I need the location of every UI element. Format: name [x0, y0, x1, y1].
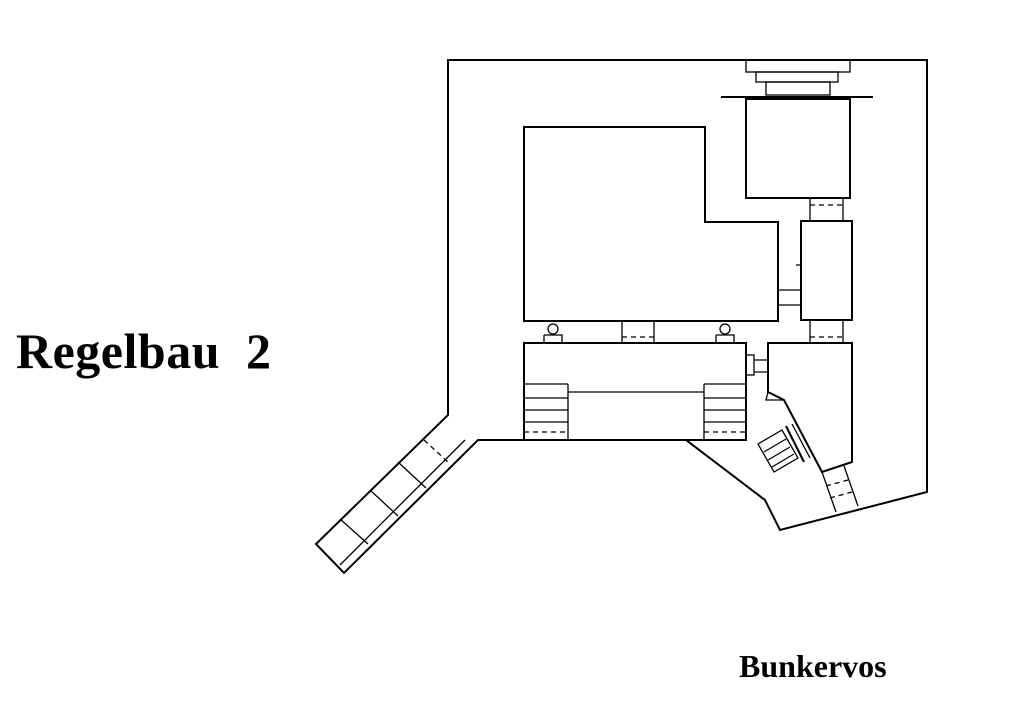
- top-right-room: [721, 59, 873, 199]
- diagram-title: Regelbau 2: [16, 323, 272, 379]
- author-credit: Bunkervos: [739, 648, 887, 684]
- outer-wall: [314, 59, 928, 575]
- main-room: [523, 126, 779, 322]
- side-passage: [745, 354, 769, 376]
- upper-doorway: [809, 198, 844, 221]
- lower-connectors: [543, 320, 735, 344]
- gun-embrasure: [757, 423, 811, 473]
- entrance-corridor: [315, 414, 466, 566]
- right-corridor: [778, 220, 853, 343]
- angled-exit: [821, 465, 859, 513]
- lower-room: [523, 342, 747, 441]
